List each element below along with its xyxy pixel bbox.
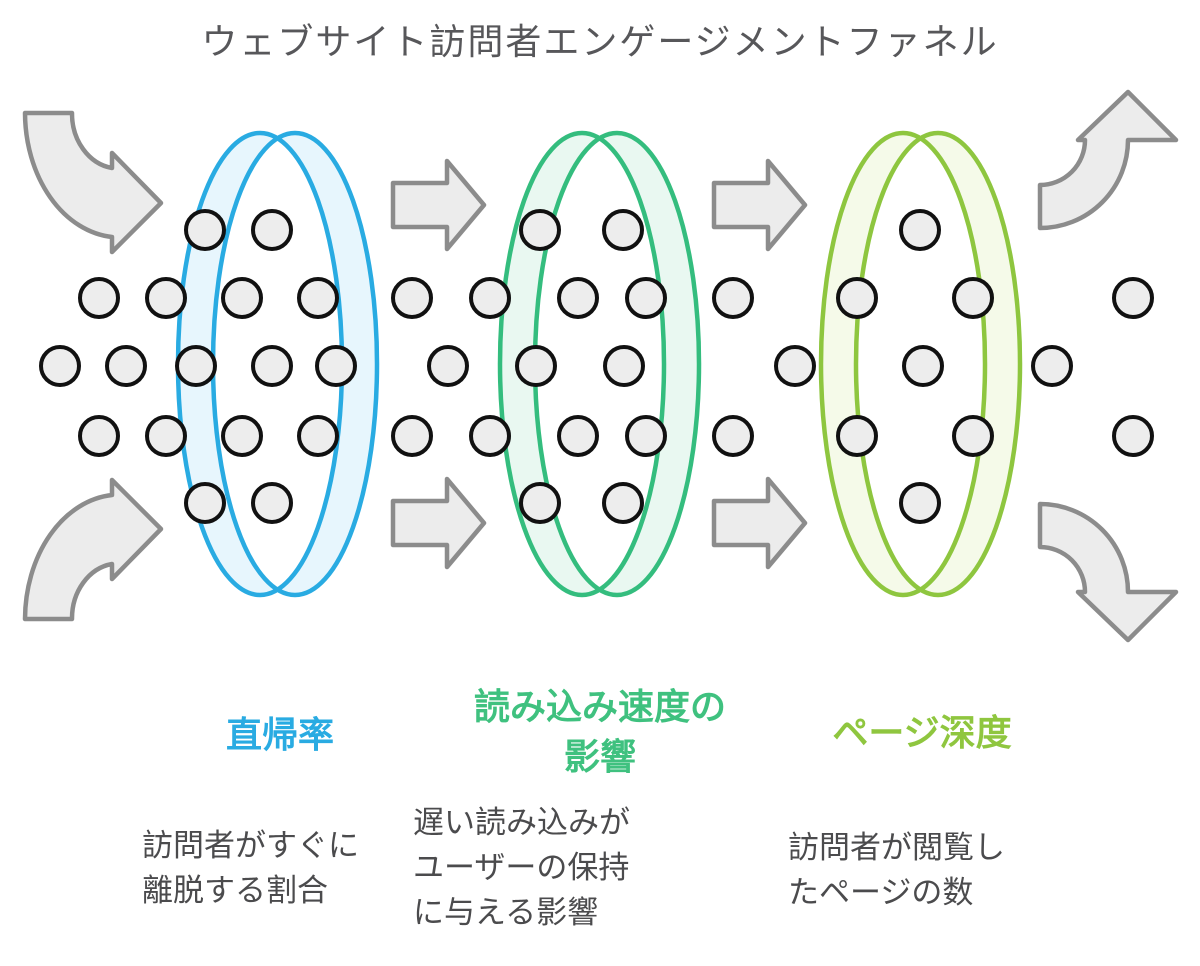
funnel-ring-page-depth: [818, 130, 1023, 598]
visitor-dot: [774, 345, 816, 387]
stage-description-page-depth: 訪問者が閲覧し たページの数: [788, 830, 1005, 910]
visitor-dot: [184, 482, 226, 524]
visitor-dot: [603, 345, 645, 387]
visitor-dot: [251, 482, 293, 524]
visitor-dot: [184, 209, 226, 251]
visitor-dot: [519, 209, 561, 251]
visitor-dot: [251, 209, 293, 251]
visitor-dot: [602, 209, 644, 251]
stage-description-bounce-rate: 訪問者がすぐに 離脱する割合: [142, 828, 359, 908]
visitor-dot: [315, 345, 357, 387]
visitor-dot: [952, 415, 994, 457]
visitor-dot: [625, 415, 667, 457]
transition-arrow-2-bottom: [711, 476, 808, 570]
visitor-dot: [836, 415, 878, 457]
transition-arrow-1-top: [390, 158, 487, 252]
visitor-dots: [39, 209, 1154, 524]
stage-label-page-depth: ページ深度: [832, 712, 1012, 753]
visitor-dot: [602, 482, 644, 524]
visitor-dot: [175, 345, 217, 387]
visitor-dot: [899, 209, 941, 251]
visitor-dot: [221, 277, 263, 319]
visitor-dot: [78, 277, 120, 319]
funnel-ring-load-speed-impact: [497, 130, 702, 598]
visitor-dot: [952, 277, 994, 319]
visitor-dot: [712, 415, 754, 457]
diagram-title: ウェブサイト訪問者エンゲージメントファネル: [201, 21, 999, 62]
visitor-dot: [391, 415, 433, 457]
visitor-dot: [297, 415, 339, 457]
visitor-dot: [39, 345, 81, 387]
inflow-arrow-bottom-left: [22, 477, 164, 622]
visitor-dot: [391, 277, 433, 319]
outflow-arrow-top-right: [1037, 89, 1179, 231]
visitor-dot: [836, 277, 878, 319]
visitor-dot: [145, 415, 187, 457]
visitor-dot: [712, 277, 754, 319]
flow-arrows: [22, 89, 1179, 643]
visitor-dot: [145, 277, 187, 319]
visitor-dot: [902, 345, 944, 387]
visitor-dot: [427, 345, 469, 387]
stage-label-bounce-rate: 直帰率: [225, 714, 334, 755]
visitor-dot: [251, 345, 293, 387]
visitor-dot: [469, 415, 511, 457]
visitor-dot: [899, 482, 941, 524]
visitor-dot: [78, 415, 120, 457]
visitor-dot: [1031, 345, 1073, 387]
transition-arrow-2-top: [711, 158, 808, 252]
visitor-dot: [625, 277, 667, 319]
visitor-dot: [1112, 277, 1154, 319]
transition-arrow-1-bottom: [390, 476, 487, 570]
visitor-dot: [105, 345, 147, 387]
stage-label-load-speed-impact: 読み込み速度の 影響: [473, 686, 726, 777]
visitor-dot: [519, 482, 561, 524]
stage-description-load-speed-impact: 遅い読み込みが ユーザーの保持 に与える影響: [413, 805, 630, 930]
visitor-dot: [469, 277, 511, 319]
outflow-arrow-bottom-right: [1037, 501, 1179, 643]
inflow-arrow-top-left: [22, 110, 164, 255]
visitor-dot: [557, 277, 599, 319]
visitor-dot: [1112, 415, 1154, 457]
funnel-rings: [175, 130, 1023, 598]
visitor-dot: [557, 415, 599, 457]
visitor-dot: [297, 277, 339, 319]
visitor-dot: [515, 345, 557, 387]
visitor-dot: [221, 415, 263, 457]
